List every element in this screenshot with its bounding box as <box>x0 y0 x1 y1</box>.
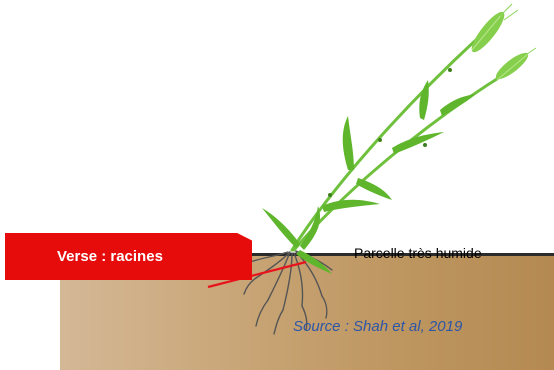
wheat-ears <box>467 4 536 83</box>
plot-condition-label: Parcelle très humide <box>354 245 482 261</box>
lodging-type-label: Verse : racines <box>57 248 163 265</box>
source-citation: Source : Shah et al, 2019 <box>293 318 462 335</box>
lodging-type-tag: Verse : racines <box>5 233 252 280</box>
